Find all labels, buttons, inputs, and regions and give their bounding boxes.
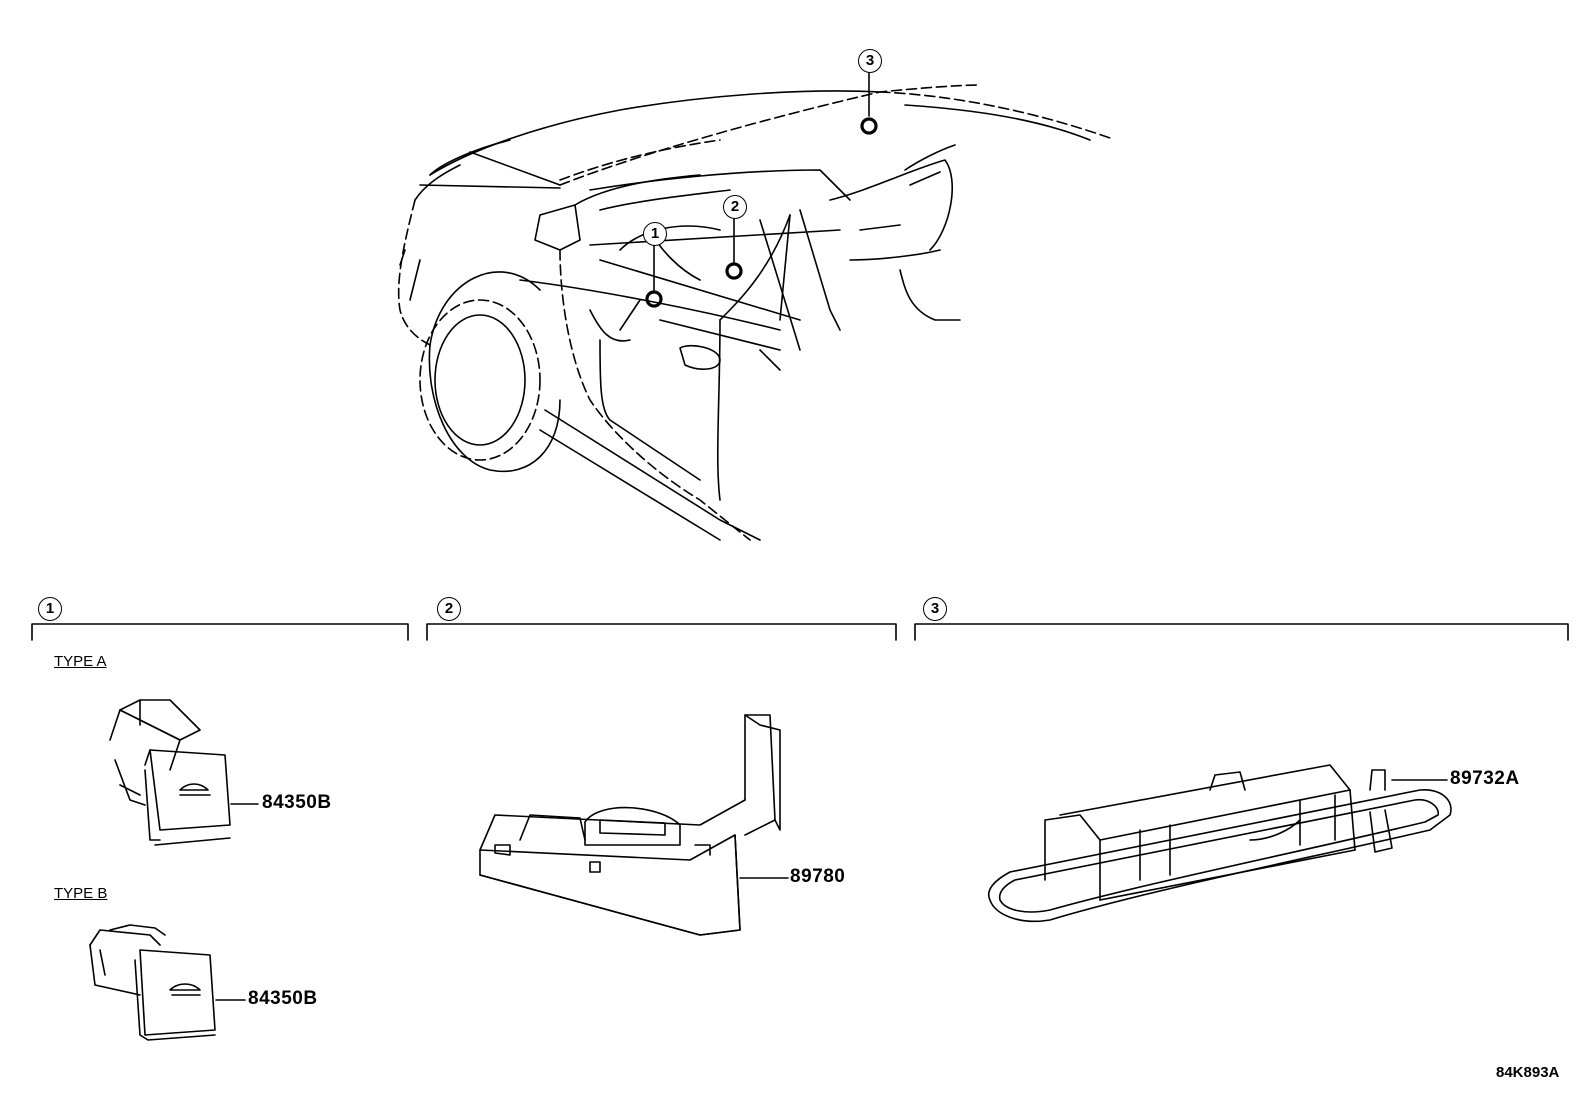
diagram-code: 84K893A (1496, 1064, 1560, 1081)
section-1-index: 1 (38, 597, 62, 621)
location-dot-2 (725, 262, 743, 280)
type-a-label: TYPE A (54, 653, 107, 670)
location-dot-3 (860, 117, 878, 135)
section-3-index: 3 (923, 597, 947, 621)
callout-2: 2 (723, 195, 747, 219)
part-number-sensor[interactable]: 89780 (790, 866, 846, 887)
callout-leaders (653, 71, 870, 291)
callout-3: 3 (858, 49, 882, 73)
part-number-type-b[interactable]: 84350B (248, 988, 318, 1009)
switch-type-a (109, 699, 259, 846)
location-dot-1 (645, 290, 663, 308)
part-number-lamp[interactable]: 89732A (1450, 768, 1520, 789)
car-illustration (397, 84, 1111, 541)
sensor-assembly (479, 714, 789, 936)
callout-1: 1 (643, 222, 667, 246)
part-number-type-a[interactable]: 84350B (262, 792, 332, 813)
switch-type-b (89, 924, 246, 1041)
section-brackets (31, 623, 1569, 641)
type-b-label: TYPE B (54, 885, 108, 902)
lamp-assembly (988, 764, 1452, 923)
section-2-index: 2 (437, 597, 461, 621)
